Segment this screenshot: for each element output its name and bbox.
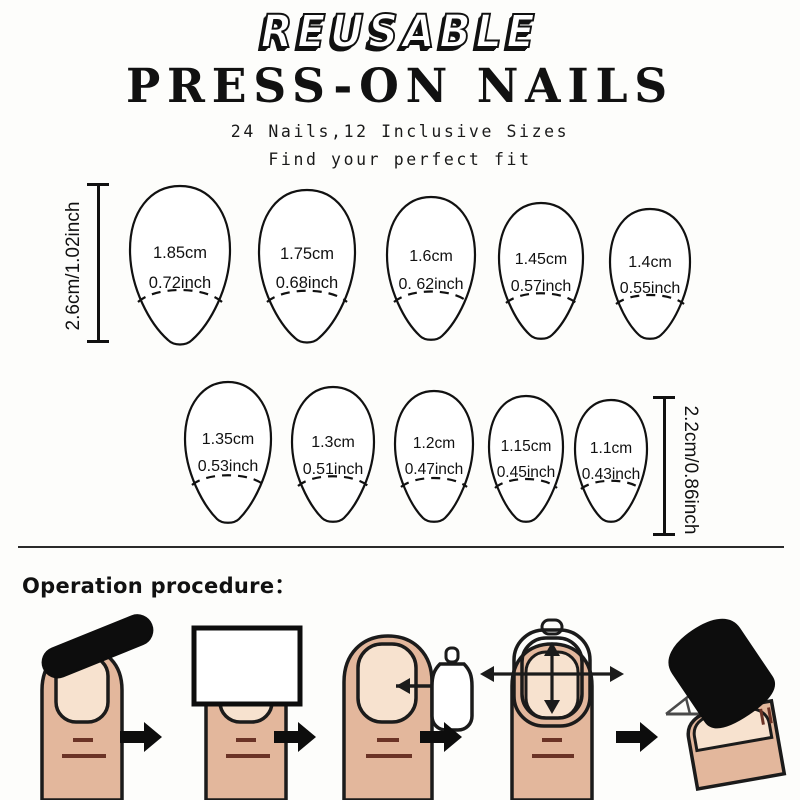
subtitle-nail-count: 24 Nails,12 Inclusive Sizes bbox=[230, 122, 570, 141]
nail-size-cm: 1.85cm bbox=[152, 244, 208, 262]
arrow-right-icon bbox=[418, 720, 464, 754]
arrow-right-icon bbox=[272, 720, 318, 754]
nail-size-cm: 1.1cm bbox=[589, 440, 633, 457]
arrow-right-icon bbox=[614, 720, 660, 754]
size-chart: 2.6cm/1.02inch 2.2cm/0.86inch 1.85cm 0.7… bbox=[0, 168, 800, 546]
measure-cap-top bbox=[653, 396, 675, 399]
nail-size-cm: 1.75cm bbox=[279, 245, 335, 263]
nail-size-labels: 1.15cm 0.45inch bbox=[485, 434, 567, 486]
nail-size-labels: 1.3cm 0.51inch bbox=[288, 429, 378, 483]
press-nail-icon bbox=[665, 618, 787, 792]
section-divider bbox=[18, 546, 784, 548]
length-measure-right bbox=[652, 396, 676, 536]
align-nail-step[interactable] bbox=[466, 612, 636, 800]
nail-size-labels: 1.1cm 0.43inch bbox=[571, 436, 651, 488]
nail-size-swatch[interactable]: 1.4cm 0.55inch bbox=[606, 207, 694, 344]
nail-size-cm: 1.4cm bbox=[628, 254, 672, 271]
nail-size-cm: 1.45cm bbox=[514, 251, 568, 268]
nail-size-swatch[interactable]: 1.15cm 0.45inch bbox=[485, 394, 567, 526]
glue-bottle-icon bbox=[342, 634, 474, 800]
nail-file-icon bbox=[40, 614, 154, 800]
nail-size-inch: 0.53inch bbox=[197, 458, 259, 475]
nail-size-cm: 1.3cm bbox=[311, 434, 355, 451]
measure-cap-bottom bbox=[87, 340, 109, 343]
prep-wipe-icon bbox=[191, 625, 303, 800]
nail-size-labels: 1.75cm 0.68inch bbox=[255, 240, 359, 298]
press-nail-step[interactable] bbox=[660, 612, 800, 800]
subtitle-tagline: Find your perfect fit bbox=[268, 150, 532, 169]
operation-steps bbox=[0, 612, 800, 800]
nail-size-swatch[interactable]: 1.6cm 0. 62inch bbox=[383, 195, 479, 345]
nail-size-inch: 0.51inch bbox=[302, 461, 364, 478]
page-title: PRESS-ON NAILS bbox=[125, 59, 675, 114]
file-nail-step[interactable] bbox=[18, 612, 168, 800]
nail-size-swatch[interactable]: 1.2cm 0.47inch bbox=[391, 389, 477, 527]
nail-size-inch: 0. 62inch bbox=[398, 276, 464, 293]
length-measure-right-label: 2.2cm/0.86inch bbox=[680, 405, 701, 535]
arrow-right-icon bbox=[118, 720, 164, 754]
nail-size-inch: 0.57inch bbox=[510, 278, 572, 295]
measure-bar-line bbox=[96, 183, 100, 343]
nail-size-inch: 0.47inch bbox=[404, 461, 464, 478]
nail-size-labels: 1.85cm 0.72inch bbox=[126, 238, 234, 298]
nail-size-inch: 0.45inch bbox=[496, 464, 556, 481]
nail-size-labels: 1.2cm 0.47inch bbox=[391, 431, 477, 483]
nail-size-swatch[interactable]: 1.1cm 0.43inch bbox=[571, 398, 651, 526]
nail-size-swatch[interactable]: 1.75cm 0.68inch bbox=[255, 188, 359, 348]
clean-nail-step[interactable] bbox=[170, 612, 320, 800]
nail-size-swatch[interactable]: 1.45cm 0.57inch bbox=[495, 201, 587, 344]
align-nail-icon bbox=[480, 618, 624, 800]
title-reusable: REUSABLE bbox=[260, 5, 540, 59]
nail-size-inch: 0.68inch bbox=[275, 274, 339, 292]
nail-size-swatch[interactable]: 1.3cm 0.51inch bbox=[288, 385, 378, 527]
nail-size-labels: 1.6cm 0. 62inch bbox=[383, 243, 479, 299]
nail-size-cm: 1.15cm bbox=[500, 438, 552, 455]
measure-cap-bottom bbox=[653, 533, 675, 536]
measure-bar-line bbox=[662, 396, 666, 536]
length-measure-left bbox=[86, 183, 110, 343]
header: REUSABLE PRESS-ON NAILS 24 Nails,12 Incl… bbox=[0, 0, 800, 171]
length-measure-left-label: 2.6cm/1.02inch bbox=[63, 201, 84, 331]
nail-size-swatch[interactable]: 1.85cm 0.72inch bbox=[126, 184, 234, 350]
nail-size-cm: 1.6cm bbox=[409, 248, 453, 265]
nail-size-inch: 0.72inch bbox=[148, 274, 212, 292]
nail-size-inch: 0.55inch bbox=[619, 280, 681, 297]
nail-size-swatch[interactable]: 1.35cm 0.53inch bbox=[181, 380, 275, 528]
nail-size-labels: 1.35cm 0.53inch bbox=[181, 426, 275, 480]
nail-size-labels: 1.45cm 0.57inch bbox=[495, 246, 587, 300]
measure-cap-top bbox=[87, 183, 109, 186]
apply-glue-step[interactable] bbox=[322, 612, 474, 800]
nail-size-inch: 0.43inch bbox=[581, 466, 641, 483]
nail-size-cm: 1.35cm bbox=[201, 431, 255, 448]
operation-procedure-heading: Operation procedure： bbox=[22, 574, 296, 598]
nail-size-cm: 1.2cm bbox=[412, 435, 456, 452]
nail-size-labels: 1.4cm 0.55inch bbox=[606, 250, 694, 302]
